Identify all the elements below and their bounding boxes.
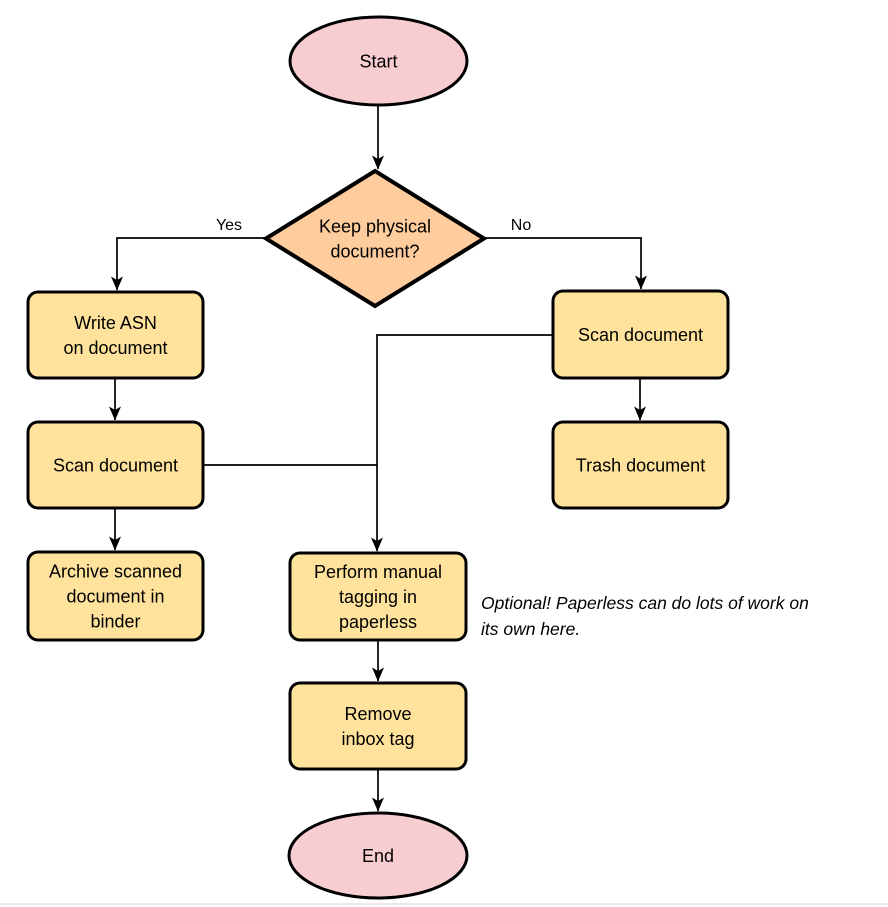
node-start (288, 15, 469, 107)
edge-label-decision-yes: Yes (216, 217, 242, 234)
node-archive-in-binder (26, 550, 205, 642)
node-label-trash-document: Trash document (576, 456, 705, 476)
edge-decision-no (484, 237, 647, 290)
node-scan-document-right (551, 289, 730, 380)
edge-label-decision-no: No (511, 217, 532, 234)
edge-decision-yes (111, 237, 266, 291)
node-end (287, 811, 469, 900)
node-label-end: End (362, 846, 394, 866)
optional-note-line-1: Optional! Paperless can do lots of work … (481, 593, 809, 613)
node-remove-inbox-tag (288, 681, 468, 771)
optional-note: Optional! Paperless can do lots of work … (481, 591, 809, 642)
edge-scan-right-to-tagging (371, 334, 553, 552)
node-decision-keep-physical (262, 168, 488, 309)
node-label-start: Start (359, 52, 397, 72)
bottom-edge-divider (0, 903, 888, 905)
node-write-asn (26, 290, 205, 380)
node-trash-document (551, 420, 730, 510)
node-label-scan-document-left: Scan document (53, 456, 178, 476)
node-label-scan-document-right: Scan document (578, 325, 703, 345)
node-manual-tagging (288, 551, 468, 642)
optional-note-line-2: its own here. (481, 618, 581, 639)
node-scan-document-left (26, 420, 205, 510)
